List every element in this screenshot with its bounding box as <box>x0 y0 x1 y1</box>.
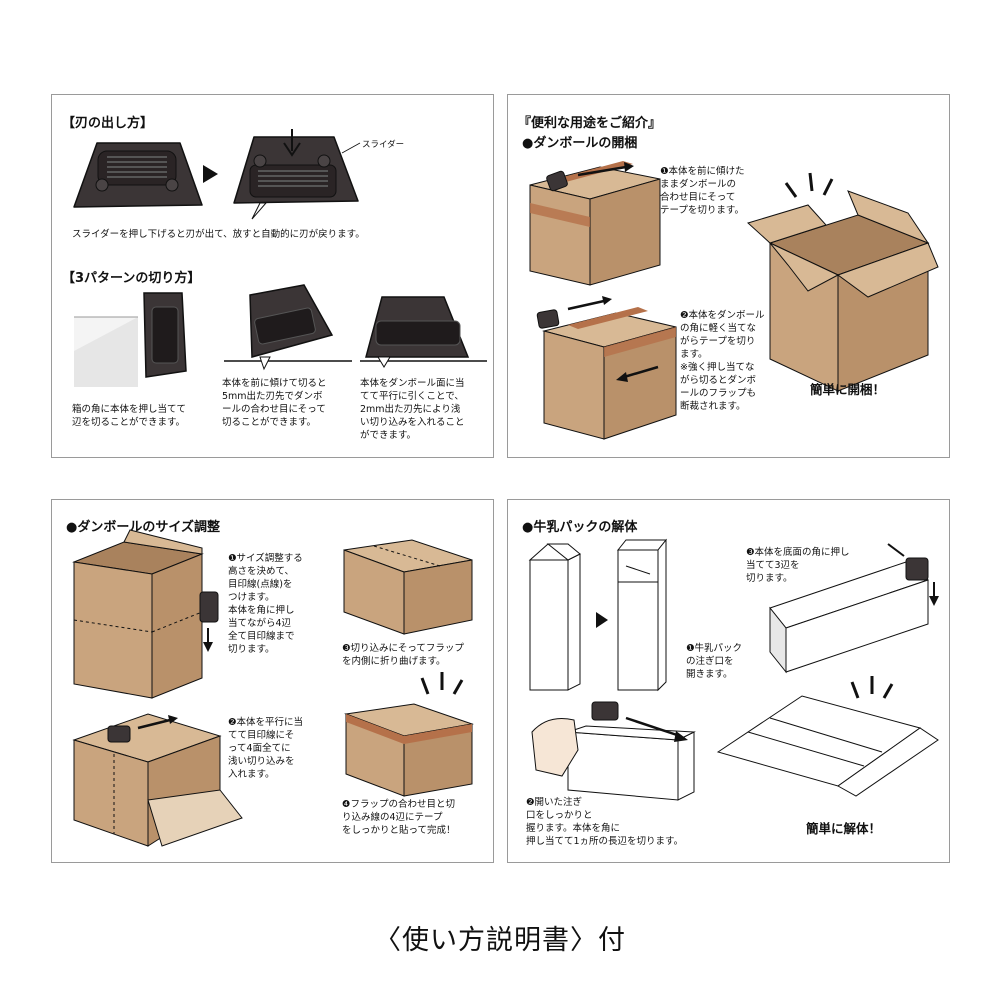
cut-box-illustration <box>72 713 243 847</box>
footer-caption: 〈使い方説明書〉付 <box>374 925 626 956</box>
milk-result-text: 簡単に解体！ <box>806 821 882 836</box>
cutter-retracted-illustration <box>73 142 203 208</box>
open-box-illustration <box>747 172 939 392</box>
size-adjust-illustrations <box>72 529 474 847</box>
size-step1-text: ❶サイズ調整する 高さを決めて、 目印線(点線)を つけます。 本体を角に押し … <box>228 553 303 655</box>
heading-milk: ●牛乳パックの解体 <box>522 520 638 535</box>
closed-box-illustration-2 <box>536 296 677 440</box>
size-step4-text: ❹フラップの合わせ目と切 り込み線の4辺にテープ をしっかりと貼って完成！ <box>342 799 456 836</box>
unpacking-illustrations <box>529 161 939 440</box>
milk-step1-text: ❶牛乳パック の注ぎ口を 開きます。 <box>686 643 743 680</box>
hand-carton-illustration <box>531 701 696 801</box>
blade-illustrations <box>73 129 487 387</box>
arrow-right-icon <box>203 165 218 183</box>
pattern2-text: 本体を前に傾けて切ると 5mm出た刃先でダンボ ールの合わせ目にそって 切ること… <box>222 378 327 428</box>
taped-box-illustration <box>344 672 474 797</box>
milk-step3-text: ❸本体を底面の角に押し 当てて3辺を 切ります。 <box>746 547 850 584</box>
tall-open-box-illustration <box>72 529 219 699</box>
pattern3-text: 本体をダンボール面に当 てて平行に引くことで、 2mm出た刃先により浅 い切り込… <box>360 378 465 441</box>
heading-open: ●ダンボールの開梱 <box>522 136 638 151</box>
pattern2-illustration <box>224 284 352 371</box>
arrow-right-icon <box>596 612 608 628</box>
opened-carton-illustration <box>616 538 668 692</box>
burst-lines-icon <box>850 676 894 699</box>
low-box-illustration-1 <box>343 539 473 635</box>
pattern1-illustration <box>74 292 187 387</box>
open-step1-text: ❶本体を前に傾けた ままダンボールの 合わせ目にそって テープを切ります。 <box>660 166 745 216</box>
milk-step2-text: ❷開いた注ぎ 口をしっかりと 握ります。本体を角に 押し当てて1ヵ所の長辺を切り… <box>526 797 684 847</box>
open-step2-text: ❷本体をダンボール の角に軽く当てな がらテープを切り ます。 ※強く押し当てな… <box>680 310 765 412</box>
milk-carton-illustrations <box>528 538 939 801</box>
burst-lines-icon <box>784 172 834 198</box>
heading-blade: 【刃の出し方】 <box>62 116 154 131</box>
flat-carton-illustration <box>716 676 939 797</box>
open-result-text: 簡単に開梱！ <box>810 382 886 397</box>
slider-label: スライダー <box>362 140 405 150</box>
closed-carton-illustration <box>528 543 581 691</box>
panel-unpacking: 『便利な用途をご紹介』 ●ダンボールの開梱 <box>507 94 950 458</box>
closed-box-illustration-1 <box>529 161 661 286</box>
panel-blade-usage: 【刃の出し方】 <box>51 94 494 458</box>
heading-size: ●ダンボールのサイズ調整 <box>66 520 220 535</box>
pattern3-illustration <box>360 296 487 368</box>
caption-blade: スライダーを押し下げると刃が出て、放すと自動的に刃が戻ります。 <box>72 229 365 240</box>
lying-carton-illustration <box>769 543 939 674</box>
cutter-extended-illustration <box>233 129 361 220</box>
arrow-down-icon <box>283 129 301 157</box>
heading-uses: 『便利な用途をご紹介』 <box>518 116 662 131</box>
pattern1-text: 箱の角に本体を押し当てて 辺を切ることができます。 <box>72 404 187 428</box>
size-step3-text: ❸切り込みにそってフラップ を内側に折り曲げます。 <box>342 643 464 667</box>
burst-lines-icon <box>420 672 464 695</box>
panel-size-adjust: ●ダンボールのサイズ調整 <box>51 499 494 863</box>
panel-milk-carton: ●牛乳パックの解体 <box>507 499 950 863</box>
heading-patterns: 【3パターンの切り方】 <box>62 271 201 286</box>
size-step2-text: ❷本体を平行に当 てて目印線にそ って4面全てに 浅い切り込みを 入れます。 <box>228 717 304 780</box>
